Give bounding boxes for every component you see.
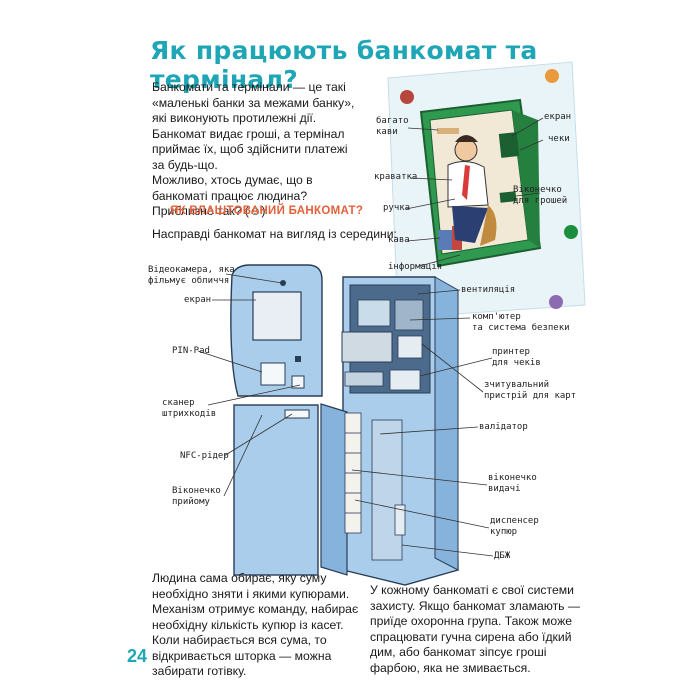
label-kravatka: краватка: [374, 172, 418, 182]
terminal-sticker: [387, 61, 586, 319]
lead-text: Насправді банкомат на вигляд із середини…: [152, 227, 397, 241]
green-pin-icon: [564, 225, 578, 239]
label-ventyliatsiia: вентиляція: [461, 285, 516, 295]
orange-pin-icon: [545, 69, 559, 83]
bottom-left-text: Людина сама обирає, яку суму необхідно з…: [152, 571, 359, 678]
atm-open: [320, 276, 459, 586]
label-ekran-terminal: екран: [544, 112, 572, 122]
label-kava: кава: [388, 235, 410, 245]
bottom-right-text: У кожному банкоматі є свої системи захис…: [370, 583, 581, 675]
intro-paragraph-3: Приблизно так? (☺): [152, 204, 266, 218]
label-pinpad: PIN-Pad: [172, 346, 210, 356]
label-informatsiia: інформація: [388, 262, 443, 272]
label-cheky: чеки: [548, 134, 570, 144]
label-validator: валідатор: [479, 422, 528, 432]
intro-text: Банкомати та термінали — це такі «малень…: [152, 80, 357, 220]
label-dbzh: ДБЖ: [494, 551, 511, 561]
atm-closed: [230, 264, 323, 576]
section-heading: ЯК ВЛАШТОВАНИЙ БАНКОМАТ?: [170, 205, 364, 217]
label-ruchka: ручка: [383, 203, 411, 213]
page-number: 24: [127, 646, 148, 666]
intro-paragraph-1: Банкомати та термінали — це такі «малень…: [152, 80, 355, 172]
intro-paragraph-2: Можливо, хтось думає, що в банкоматі пра…: [152, 173, 313, 203]
page-title: Як працюють банкомат та термінал?: [150, 36, 538, 94]
label-nfc: NFC-рідер: [180, 451, 229, 461]
terminal-drawing: [419, 98, 542, 268]
label-ekran-atm: екран: [184, 295, 212, 305]
red-pin-icon: [400, 90, 414, 104]
purple-pin-icon: [549, 295, 563, 309]
